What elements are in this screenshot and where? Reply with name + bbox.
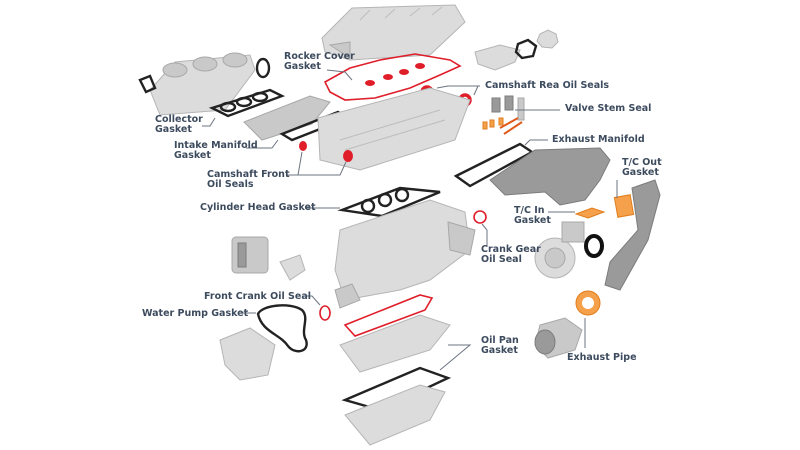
label-line: Collector: [155, 114, 203, 125]
rocker-cover-seals: [365, 63, 425, 86]
label-tc-out-gasket: T/C Out Gasket: [622, 158, 662, 178]
cylinder-head: [317, 87, 471, 171]
turbocharger: [534, 221, 585, 279]
label-line: Gasket: [514, 215, 551, 226]
engine-block: [334, 199, 476, 309]
cylinder-head-gasket: [337, 186, 441, 218]
label-line: Oil Seal: [481, 254, 522, 265]
label-line: Intake Manifold: [174, 140, 258, 151]
bracket-part: [279, 254, 306, 281]
label-line: Front Crank Oil Seal: [204, 291, 312, 302]
label-oil-pan-gasket: Oil Pan Gasket: [481, 336, 519, 356]
cam-cover-parts: [474, 29, 559, 71]
leader-lines: [202, 69, 618, 371]
intake-manifold: [243, 95, 331, 141]
label-line: Camshaft Rea Oil Seals: [485, 80, 610, 91]
label-line: Crank Gear: [481, 244, 541, 255]
label-valve-stem-seal: Valve Stem Seal: [565, 104, 651, 114]
exhaust-manifold: [489, 147, 611, 206]
label-collector-gasket: Collector Gasket: [155, 115, 203, 135]
label-camshaft-rear-oil-seals: Camshaft Rea Oil Seals: [485, 81, 609, 91]
label-line: Exhaust Manifold: [552, 134, 645, 145]
tc-outlet-pipe: [604, 179, 661, 291]
label-crank-gear-oil-seal: Crank Gear Oil Seal: [481, 245, 541, 265]
label-line: T/C In: [514, 205, 545, 216]
label-tc-in-gasket: T/C In Gasket: [514, 206, 551, 226]
label-line: Gasket: [622, 167, 659, 178]
label-line: Oil Seals: [207, 179, 254, 190]
turbo-ring: [584, 234, 604, 258]
rocker-cover: [321, 4, 466, 61]
label-exhaust-pipe: Exhaust Pipe: [567, 353, 637, 363]
label-line: Camshaft Front: [207, 169, 290, 180]
exhaust-pipe: [534, 317, 583, 359]
label-cylinder-head-gasket: Cylinder Head Gasket: [200, 203, 316, 213]
label-line: Gasket: [155, 124, 192, 135]
label-front-crank-oil-seal: Front Crank Oil Seal: [204, 292, 311, 302]
rocker-cover-gasket: [323, 53, 462, 101]
label-line: Valve Stem Seal: [565, 103, 652, 114]
camshaft-front-oil-seals: [299, 141, 353, 162]
label-rocker-cover-gasket: Rocker Cover Gasket: [284, 52, 355, 72]
oil-pan-upper-gasket: [343, 294, 434, 337]
label-line: Water Pump Gasket: [142, 308, 249, 319]
lower-block: [339, 314, 451, 373]
timing-cover: [231, 236, 269, 274]
label-line: Gasket: [481, 345, 518, 356]
tc-in-gasket: [574, 207, 606, 219]
label-line: Oil Pan: [481, 335, 519, 346]
collector-gasket-small: [138, 74, 157, 94]
exhaust-pipe-gasket-hole: [582, 297, 594, 309]
water-pump-gasket: [256, 304, 308, 353]
collector-gasket: [208, 88, 286, 118]
collector-gasket-ring: [255, 57, 271, 79]
valve-stem-parts: [482, 95, 525, 135]
label-intake-manifold-gasket: Intake Manifold Gasket: [174, 141, 258, 161]
label-camshaft-front-oil-seals: Camshaft Front Oil Seals: [207, 170, 290, 190]
label-line: Gasket: [174, 150, 211, 161]
label-exhaust-manifold: Exhaust Manifold: [552, 135, 645, 145]
crank-gear-oil-seal: [473, 210, 487, 224]
front-crank-oil-seal: [319, 305, 331, 321]
label-line: Exhaust Pipe: [567, 352, 637, 363]
label-line: Cylinder Head Gasket: [200, 202, 316, 213]
oil-pan: [344, 384, 446, 446]
collector: [149, 52, 256, 116]
tc-out-gasket: [613, 194, 635, 218]
label-water-pump-gasket: Water Pump Gasket: [142, 309, 248, 319]
label-line: Gasket: [284, 61, 321, 72]
label-line: Rocker Cover: [284, 51, 355, 62]
water-pump: [219, 327, 276, 381]
label-line: T/C Out: [622, 157, 662, 168]
